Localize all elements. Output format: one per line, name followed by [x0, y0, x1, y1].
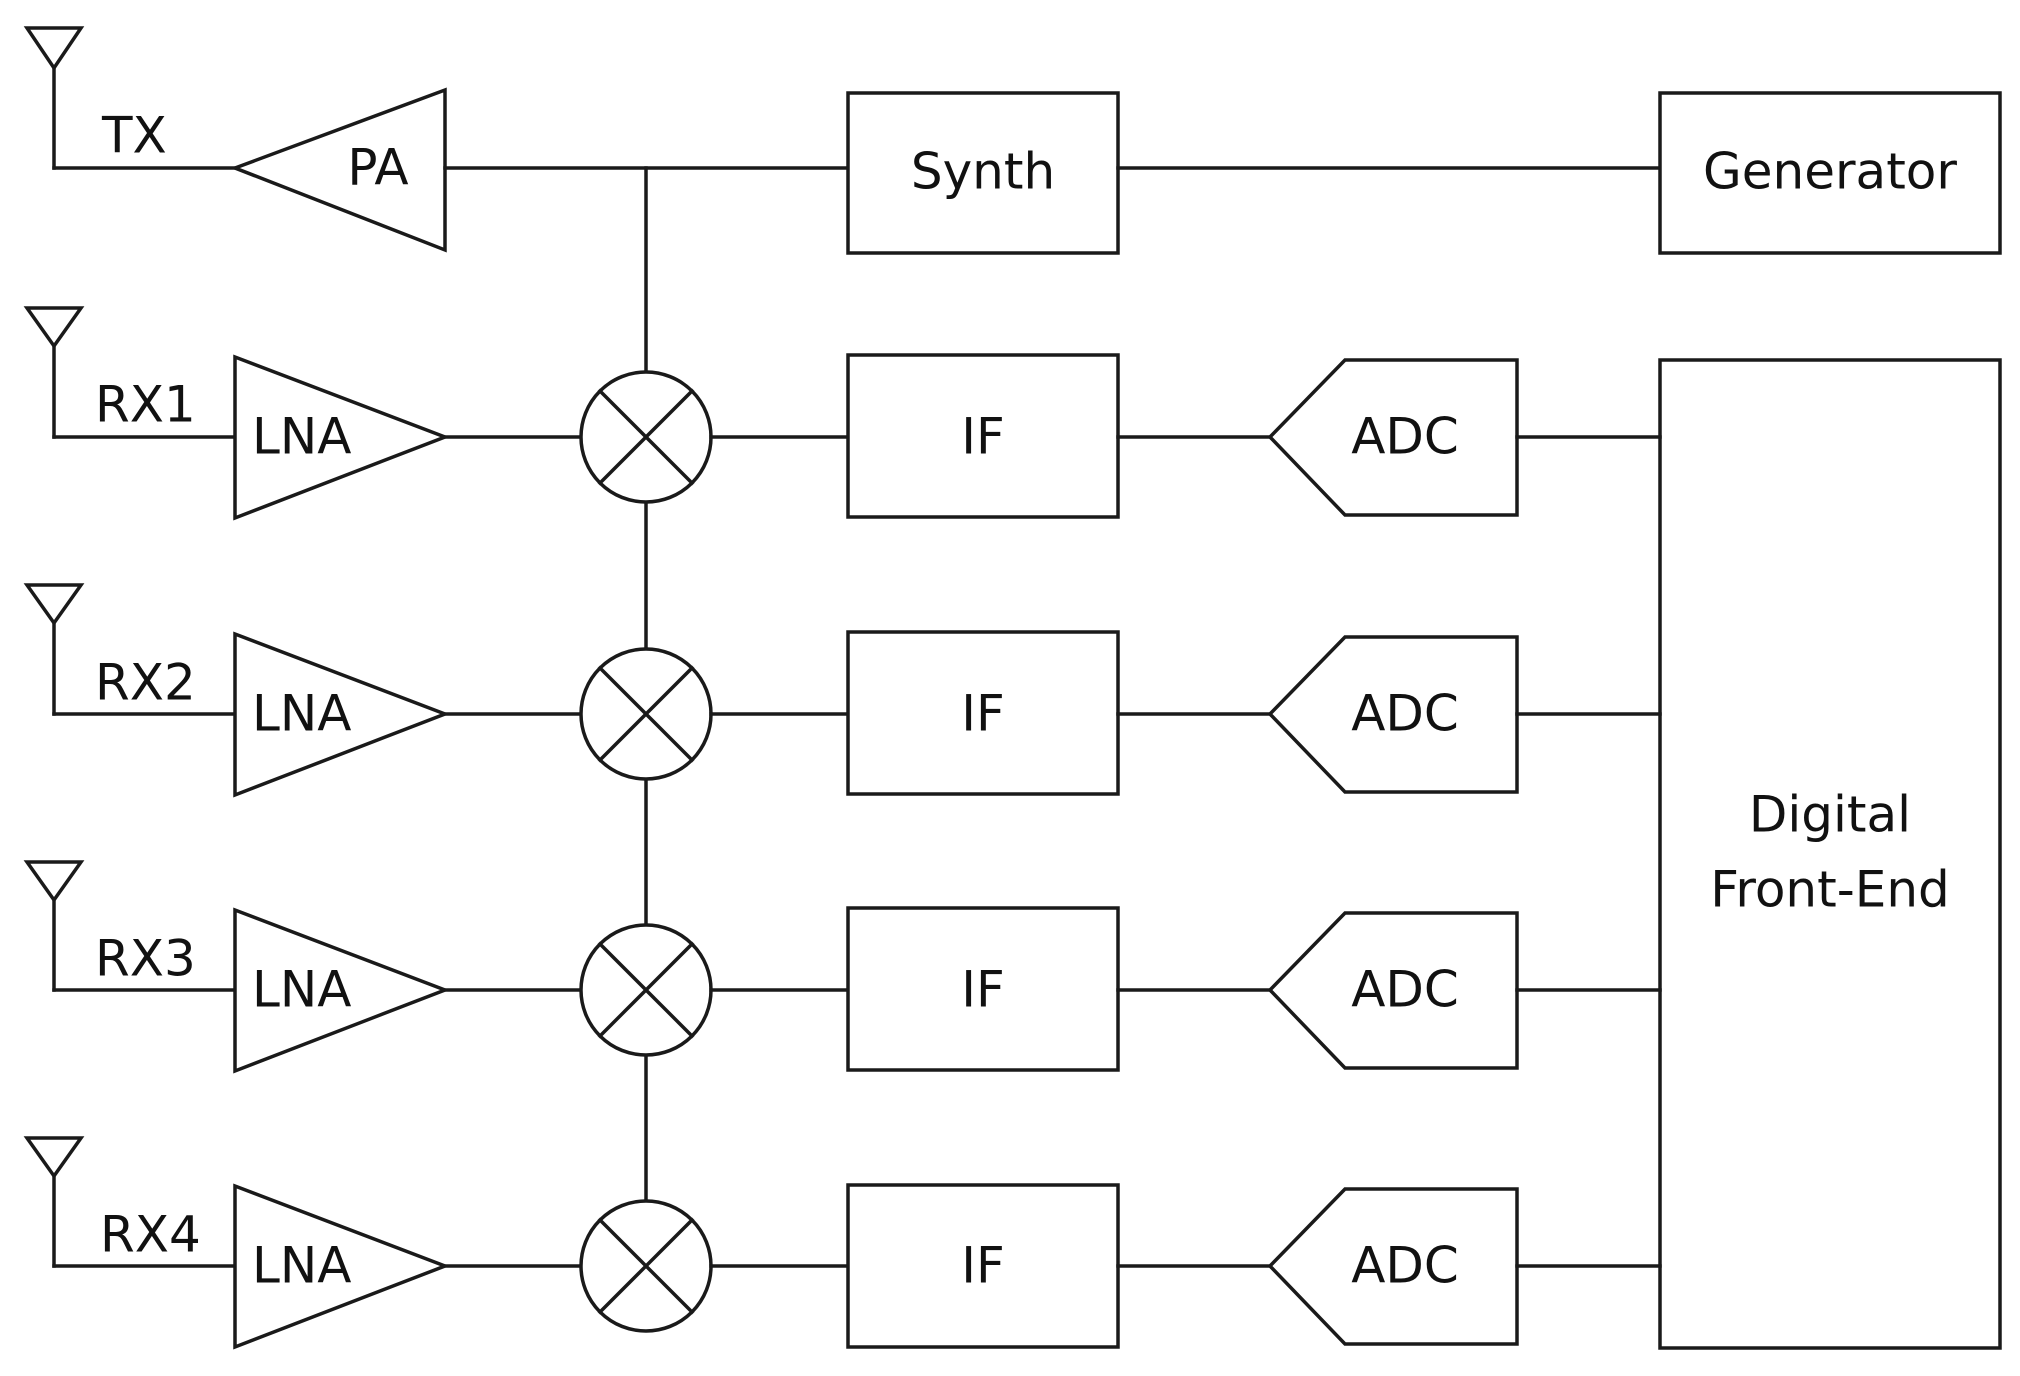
rx1-lna-label: LNA [252, 408, 351, 466]
rx2-antenna-icon [23, 583, 237, 716]
rx1-adc-label: ADC [1351, 408, 1459, 466]
rx-chain-2: RX2 LNA IF ADC [23, 583, 1662, 798]
digital-front-end-block: Digital Front-End [1658, 358, 2002, 1350]
rx3-if-block [846, 906, 1120, 1072]
rx2-if-label: IF [961, 685, 1005, 743]
rx3-lna-amplifier-icon [233, 907, 450, 1074]
rx4-lna-amplifier-icon [233, 1183, 450, 1350]
rx-chain-4: RX4 LNA IF ADC [23, 1136, 1662, 1350]
generator-block: Generator [1658, 91, 2002, 255]
rx4-adc-label: ADC [1351, 1237, 1459, 1295]
rx2-label: RX2 [95, 654, 196, 712]
synth-block: Synth [846, 91, 1120, 255]
rx3-antenna-icon [23, 860, 237, 992]
rx4-label: RX4 [100, 1206, 201, 1264]
pa-label: PA [347, 139, 408, 197]
rx1-label: RX1 [95, 376, 196, 434]
generator-label: Generator [1703, 143, 1957, 201]
rx4-mixer-icon [579, 1199, 713, 1333]
tx-label: TX [101, 107, 167, 165]
rx3-if-label: IF [961, 961, 1005, 1019]
rx4-lna-label: LNA [252, 1237, 351, 1295]
rx1-if-label: IF [961, 408, 1005, 466]
rx2-lna-amplifier-icon [233, 631, 450, 798]
pa-amplifier-icon [230, 87, 447, 253]
pa-amplifier: PA [230, 87, 447, 253]
rx1-antenna-icon [23, 306, 237, 439]
rx3-adc-label: ADC [1351, 961, 1459, 1019]
rx3-mixer-icon [579, 923, 713, 1057]
dfe-label-line2: Front-End [1710, 861, 1950, 919]
rx-chain-3: RX3 LNA IF ADC [23, 860, 1662, 1074]
rx4-antenna-icon [23, 1136, 237, 1268]
rx1-if-block [846, 353, 1120, 519]
rx3-lna-label: LNA [252, 961, 351, 1019]
tx-antenna-icon [23, 26, 237, 170]
rx2-adc-label: ADC [1351, 685, 1459, 743]
rx1-lna-amplifier-icon [233, 354, 450, 521]
rx4-if-label: IF [961, 1237, 1005, 1295]
rx2-lna-label: LNA [252, 685, 351, 743]
dfe-label-line1: Digital [1749, 786, 1911, 844]
rx-chain-1: RX1 LNA IF ADC [23, 306, 1662, 521]
synth-label: Synth [911, 143, 1055, 201]
rx1-mixer-icon [579, 370, 713, 504]
rx2-mixer-icon [579, 647, 713, 781]
rx3-label: RX3 [95, 930, 196, 988]
rx2-if-block [846, 630, 1120, 796]
